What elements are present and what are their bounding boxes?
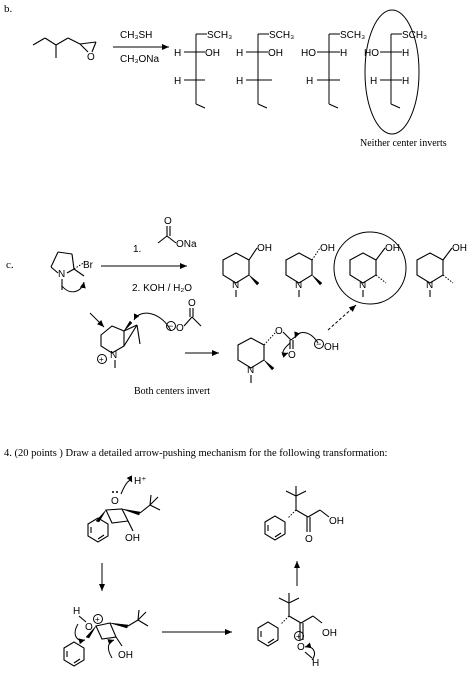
oxetane-o: O [111, 496, 119, 507]
piperidine-product-4: OH N [416, 243, 467, 297]
product-2-h-top: H [236, 48, 243, 59]
dashed-arrow-c [327, 304, 357, 331]
product-4-h-left: H [370, 76, 377, 87]
protonated-oh: OH [118, 650, 133, 661]
ketone-oh: OH [322, 628, 337, 639]
piperidine-1-n: N [232, 280, 239, 291]
question-4-text: 4. (20 points ) Draw a detailed arrow-pu… [4, 448, 388, 459]
ester-carbonyl-o: O [288, 350, 296, 361]
ester-o: O [275, 326, 283, 337]
product-1-h-bottom: H [174, 76, 181, 87]
acetate-ona: ONa [176, 239, 197, 250]
hydroxide-minus: − [316, 339, 321, 349]
aziridinium-n: N [110, 350, 117, 361]
part-b-caption: Neither center inverts [360, 138, 447, 149]
piperidine-4-n: N [426, 280, 433, 291]
product-3-sch3: SCH₃ [340, 30, 365, 41]
piperidine-1-oh: OH [257, 243, 272, 254]
aziridinium-intermediate: N + [97, 312, 172, 368]
product-oh: OH [329, 516, 344, 527]
pyrrolidine-bromide: N Br [50, 251, 94, 293]
pyrrolidine-n: N [58, 269, 65, 280]
acetate-o: O [164, 216, 172, 227]
part-c-caption: Both centers invert [134, 386, 210, 397]
product-1-oh: OH [205, 48, 220, 59]
ketone-o: O [297, 642, 305, 653]
fischer-product-4: SCH₃ HO H H H [364, 30, 427, 109]
product-3-h-bottom: H [306, 76, 313, 87]
acetate-reagent: O ONa [157, 216, 197, 250]
oxetane-start: O H⁺ OH [87, 475, 161, 544]
ester-n: N [247, 365, 254, 376]
product-o: O [305, 534, 313, 545]
product-2-h-bottom: H [236, 76, 243, 87]
selection-circle-b [364, 9, 420, 135]
epoxide-molecule: O [32, 37, 97, 63]
fischer-product-2: SCH₃ H OH H [236, 30, 294, 109]
oxetane-oh: OH [125, 533, 140, 544]
mechanism-arrow-c1 [89, 312, 105, 328]
reagent-ch3sh: CH₃SH [120, 30, 152, 41]
nucleophile-o-1: O [176, 323, 184, 334]
epoxide-o: O [87, 52, 95, 63]
product-4-h-top: H [402, 48, 409, 59]
step-2-label: 2. KOH / H₂O [132, 283, 192, 294]
acetate-nucleophile: − O O [166, 298, 202, 334]
acetate-minus: − [168, 321, 173, 331]
protonated-oxetane: H O + OH [63, 606, 149, 667]
ketone-plus: + [296, 632, 301, 641]
product-3-ho: HO [301, 48, 316, 59]
product-3-h-top: H [340, 48, 347, 59]
reagent-ch3ona: CH₃ONa [120, 54, 160, 65]
nucleophile-o-2: O [188, 298, 196, 309]
piperidine-product-3: OH N [349, 243, 400, 297]
protonated-o: O [85, 622, 93, 633]
hydroxy-ketone-product: OH O [264, 486, 344, 545]
hydroxide: − OH [314, 339, 339, 353]
ester-intermediate: O O N [237, 326, 319, 383]
bromine-label: Br [83, 260, 94, 271]
product-4-ho: HO [364, 48, 379, 59]
piperidine-product-1: OH N [222, 243, 272, 297]
piperidine-2-oh: OH [320, 243, 335, 254]
hydroxide-oh: OH [324, 342, 339, 353]
piperidine-4-oh: OH [452, 243, 467, 254]
product-4-sch3: SCH₃ [402, 30, 427, 41]
piperidine-product-2: OH N [285, 243, 335, 297]
protonated-ketone: OH O + H [257, 593, 337, 669]
h-plus-label: H⁺ [134, 476, 147, 487]
fischer-product-1: SCH₃ H OH H [174, 30, 232, 109]
product-4-h-right: H [402, 76, 409, 87]
protonated-h: H [73, 606, 80, 617]
aziridinium-plus: + [99, 355, 104, 364]
product-2-sch3: SCH₃ [269, 30, 294, 41]
part-c-label: c. [6, 259, 14, 271]
ketone-h: H [312, 658, 319, 669]
product-1-sch3: SCH₃ [207, 30, 232, 41]
piperidine-3-n: N [359, 280, 366, 291]
part-b-label: b. [4, 3, 13, 15]
step-1-label: 1. [133, 244, 141, 255]
selection-circle-c [333, 231, 407, 305]
product-1-h-top: H [174, 48, 181, 59]
protonated-plus: + [95, 615, 100, 624]
product-2-oh: OH [268, 48, 283, 59]
fischer-product-3: SCH₃ HO H H [301, 30, 365, 109]
piperidine-3-oh: OH [385, 243, 400, 254]
piperidine-2-n: N [295, 280, 302, 291]
